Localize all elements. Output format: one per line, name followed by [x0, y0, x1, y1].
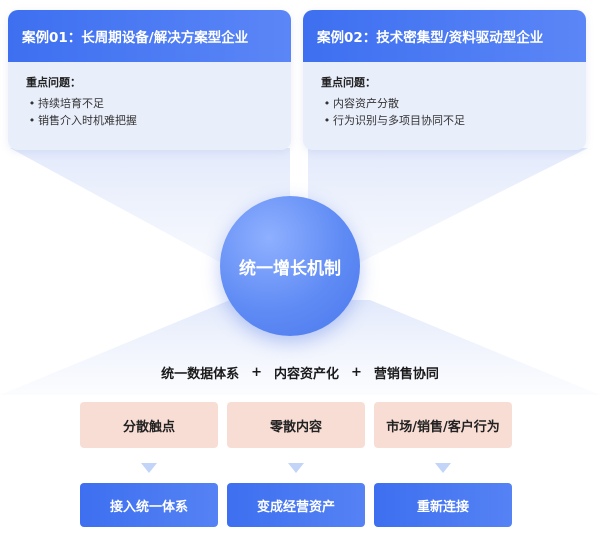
down-arrow-icon [141, 463, 157, 473]
case-card-02: 案例02：技术密集型/资料驱动型企业 重点问题： • 内容资产分散 • 行为识别… [303, 10, 586, 150]
result-unified-system: 接入统一体系 [80, 483, 218, 527]
scattered-touchpoints: 分散触点 [80, 402, 218, 448]
bullet-icon: • [28, 97, 36, 110]
scattered-behaviors: 市场/销售/客户行为 [374, 402, 512, 448]
issue-heading: 重点问题： [26, 76, 81, 89]
core-label: 统一增长机制 [239, 258, 341, 279]
issue-item: • 销售介入时机难把握 [26, 112, 291, 129]
scattered-content: 零散内容 [227, 402, 365, 448]
case-body: 重点问题： • 持续培育不足 • 销售介入时机难把握 [8, 62, 291, 129]
formula-part-content: 内容资产化 [273, 367, 339, 382]
beam-right [308, 148, 588, 265]
case-body: 重点问题： • 内容资产分散 • 行为识别与多项目协同不足 [303, 62, 586, 129]
issue-text: 销售介入时机难把握 [38, 114, 137, 127]
case-title: 案例02：技术密集型/资料驱动型企业 [303, 10, 586, 62]
issue-text: 行为识别与多项目协同不足 [333, 114, 465, 127]
down-arrow-icon [435, 463, 451, 473]
formula-part-collab: 营销售协同 [373, 367, 439, 382]
bullet-icon: • [28, 114, 36, 127]
result-reconnect: 重新连接 [374, 483, 512, 527]
beam-left [10, 148, 290, 265]
formula-line: 统一数据体系 + 内容资产化 + 营销售协同 [0, 363, 600, 382]
plus-sign: + [351, 365, 362, 380]
issue-heading: 重点问题： [321, 76, 376, 89]
down-arrow-icon [288, 463, 304, 473]
result-business-asset: 变成经营资产 [227, 483, 365, 527]
core-mechanism-circle: 统一增长机制 [220, 196, 360, 336]
issue-text: 内容资产分散 [333, 97, 399, 110]
issue-text: 持续培育不足 [38, 97, 104, 110]
issue-item: • 内容资产分散 [321, 95, 586, 112]
bullet-icon: • [323, 97, 331, 110]
beam-bottom [0, 300, 600, 395]
formula-part-data: 统一数据体系 [161, 367, 240, 382]
case-title: 案例01：长周期设备/解决方案型企业 [8, 10, 291, 62]
issue-item: • 持续培育不足 [26, 95, 291, 112]
plus-sign: + [251, 365, 262, 380]
bullet-icon: • [323, 114, 331, 127]
issue-item: • 行为识别与多项目协同不足 [321, 112, 586, 129]
case-card-01: 案例01：长周期设备/解决方案型企业 重点问题： • 持续培育不足 • 销售介入… [8, 10, 291, 150]
